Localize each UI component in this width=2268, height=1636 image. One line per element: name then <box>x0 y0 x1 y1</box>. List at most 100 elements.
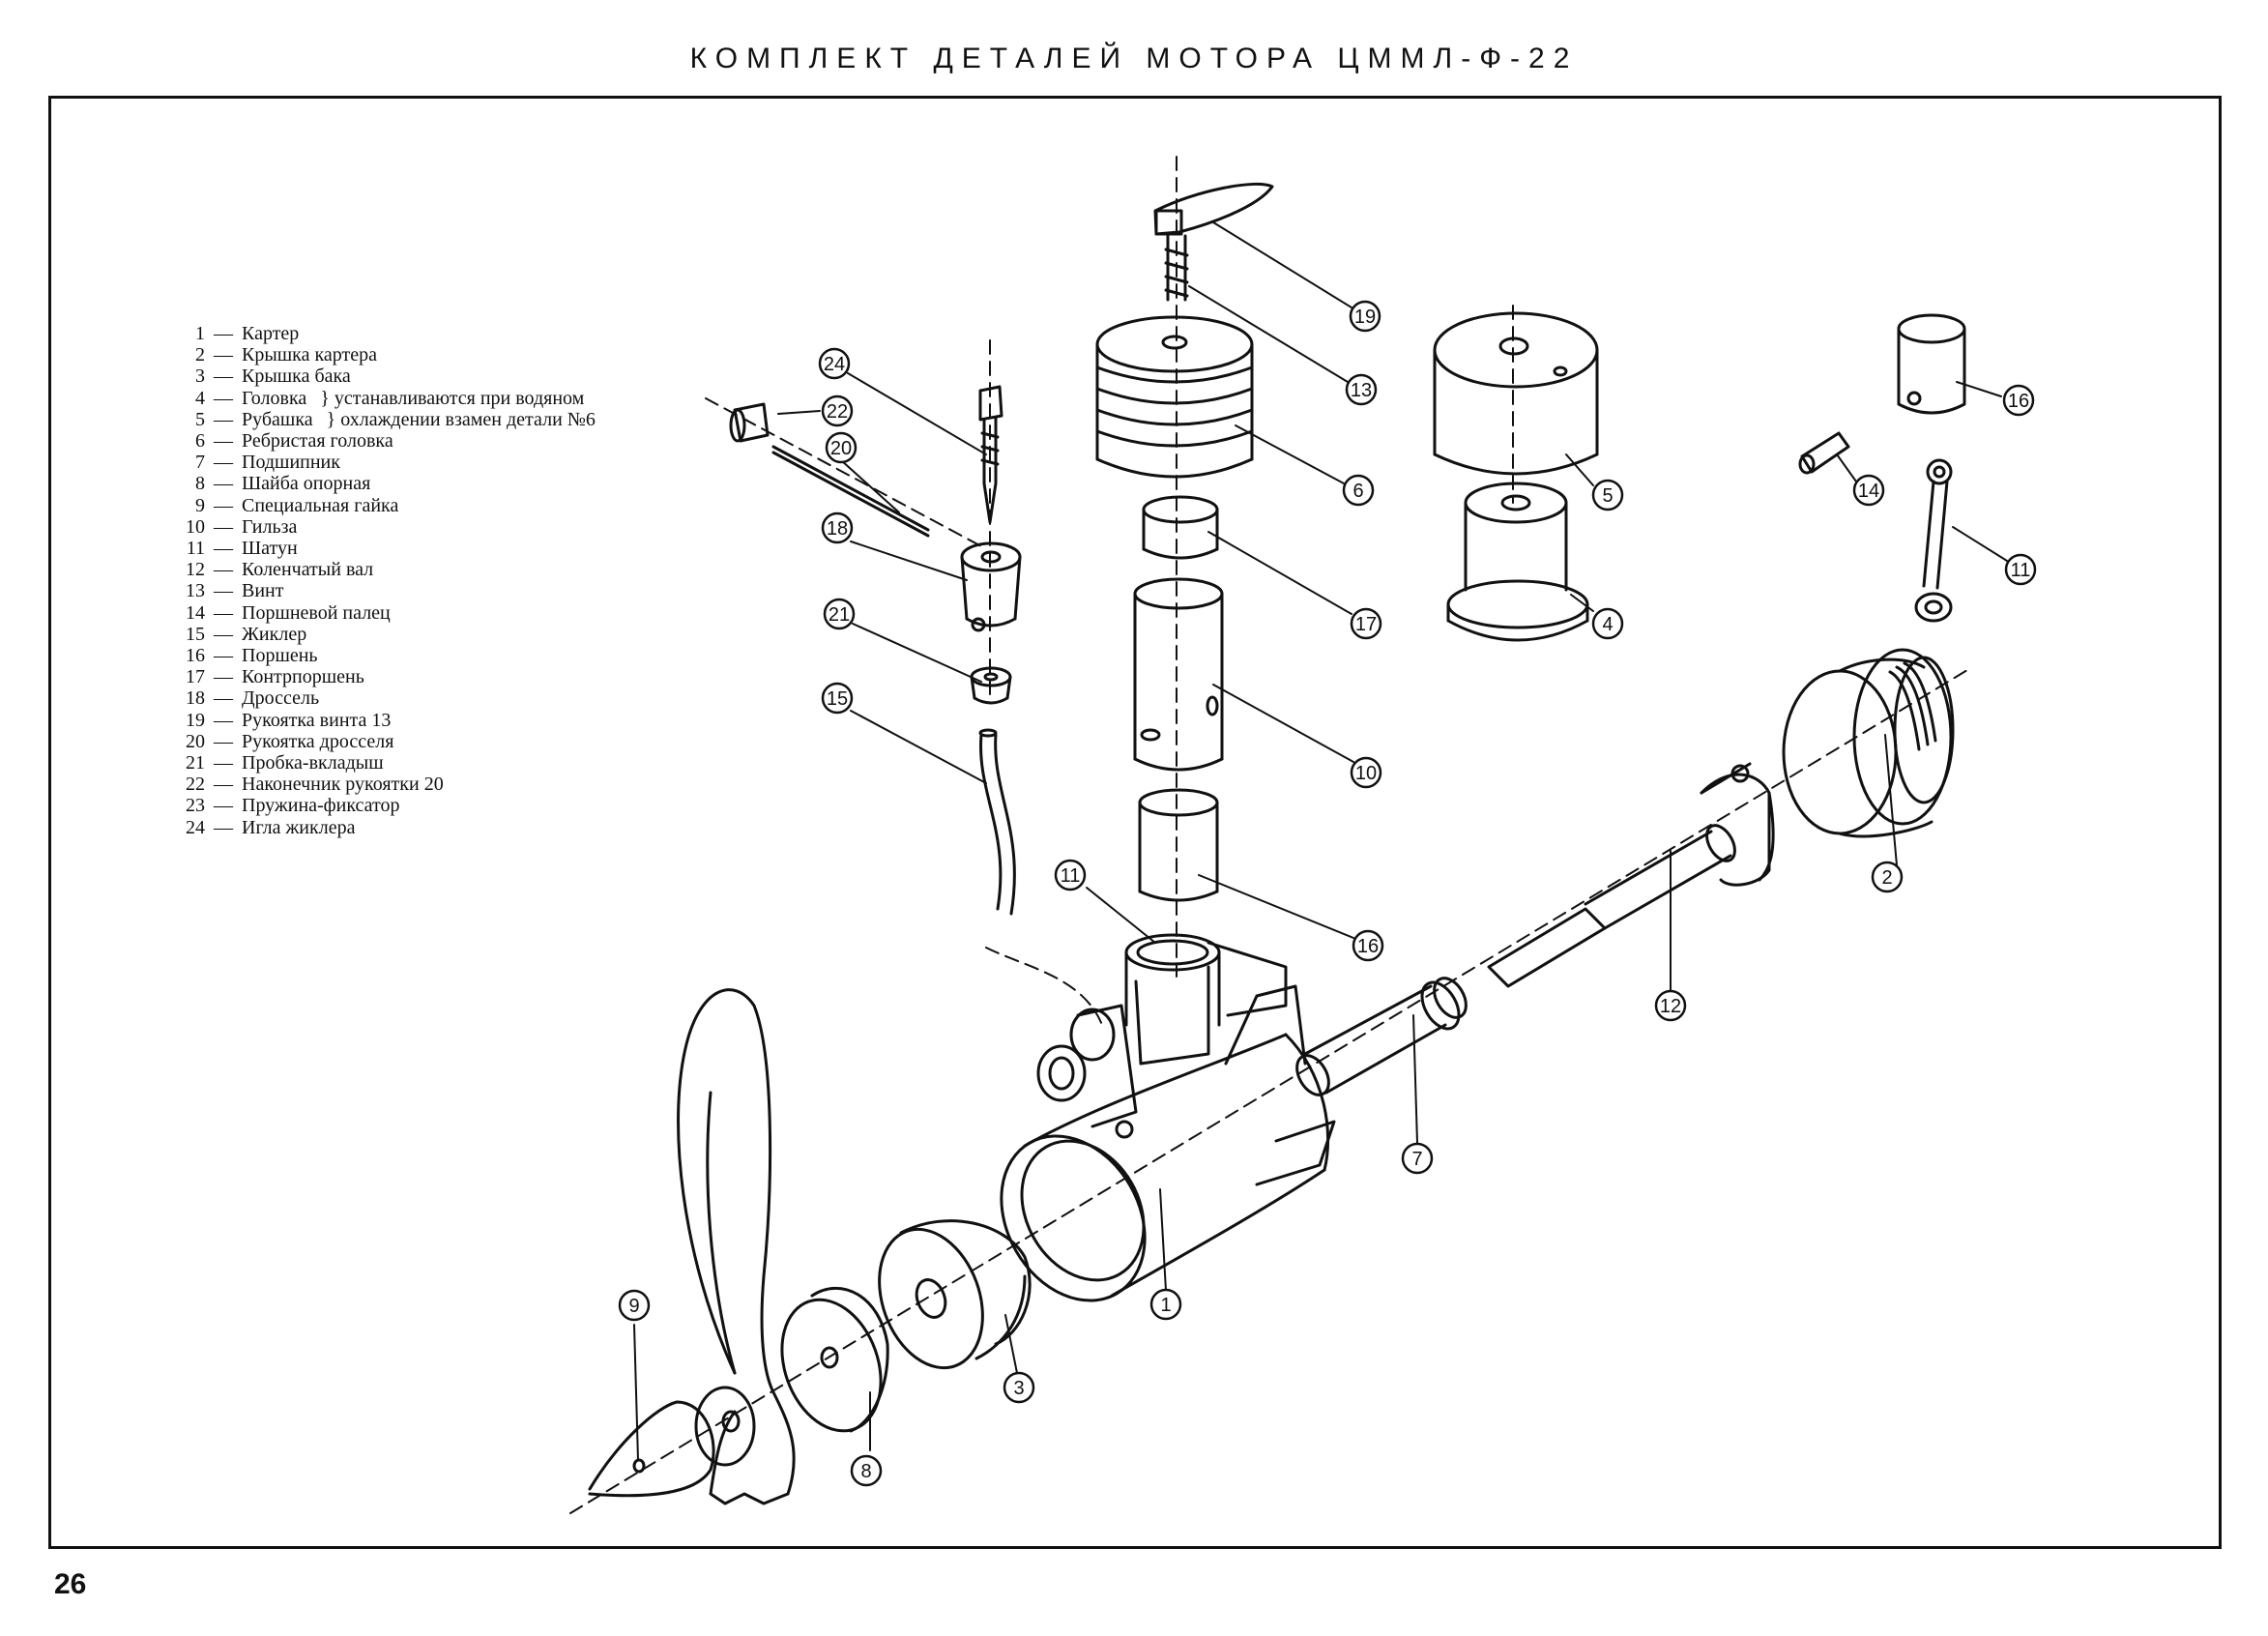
callout-label: 1 <box>1160 1295 1171 1316</box>
bearing-part <box>1295 977 1468 1096</box>
legend-dash: — <box>214 515 233 538</box>
legend-item: 9—Специальная гайка <box>164 495 596 516</box>
legend-item-name: Пружина-фиксатор <box>242 795 400 817</box>
callout-5: 5 <box>1591 479 1624 511</box>
callout-label: 13 <box>1351 380 1372 401</box>
legend-item-number: 15 <box>186 623 205 645</box>
callout-label: 8 <box>860 1461 871 1482</box>
legend-item: 12 — Коленчатый вал <box>164 559 596 580</box>
legend-item: 14—Поршневой палец <box>164 602 596 624</box>
callout-label: 9 <box>628 1296 639 1317</box>
callout-16: 16 <box>1352 929 1384 962</box>
legend-item-number: 9 <box>195 494 205 516</box>
legend-item-number: 21 <box>186 752 205 774</box>
callout-13: 13 <box>1345 373 1378 406</box>
legend-item-name: Поршневой палец <box>242 601 391 624</box>
callout-label: 24 <box>824 354 845 375</box>
legend-item-name: Дроссель <box>242 687 320 710</box>
callout-16: 16 <box>2002 384 2035 417</box>
callout-label: 11 <box>1061 865 1081 887</box>
legend-item-name: Рубашка <box>242 408 313 430</box>
legend-item-number: 19 <box>186 709 205 731</box>
water-jacket-part <box>1433 311 1599 476</box>
legend-dash: — <box>214 559 233 581</box>
callout-label: 14 <box>1858 481 1879 502</box>
legend-item-number: 16 <box>186 645 205 667</box>
legend-item-name: Гильза <box>242 515 298 538</box>
legend-item-name: Игла жиклера <box>242 816 356 838</box>
callout-11: 11 <box>1054 859 1087 891</box>
legend-item-number: 10 <box>186 515 205 538</box>
legend-item: 7—Подшипник <box>164 452 596 473</box>
legend-item: 15—Жиклер <box>164 624 596 645</box>
legend-item: 3—Крышка бака <box>164 365 596 387</box>
legend-dash: — <box>214 323 233 344</box>
callout-label: 3 <box>1013 1378 1024 1399</box>
legend-item-number: 12 <box>186 559 205 581</box>
legend-dash: — <box>214 430 233 453</box>
callout-14: 14 <box>1852 474 1885 507</box>
callout-label: 5 <box>1602 485 1613 507</box>
legend-item: 19—Рукоятка винта 13 <box>164 710 596 731</box>
callout-label: 4 <box>1602 614 1613 635</box>
callout-11: 11 <box>2004 553 2037 586</box>
legend-item-number: 22 <box>186 774 205 796</box>
legend-item-number: 23 <box>186 795 205 817</box>
callout-8: 8 <box>850 1454 883 1487</box>
callout-22: 22 <box>821 394 854 427</box>
legend-item: 4—Головка} устанавливаются при водяном <box>164 388 596 409</box>
legend-item-number: 17 <box>186 666 205 688</box>
callout-label: 22 <box>827 401 848 423</box>
legend-item: 18 — Дроссель <box>164 687 596 709</box>
legend-item-number: 6 <box>195 430 205 453</box>
callout-2: 2 <box>1871 861 1904 893</box>
legend-item-name: Шайба опорная <box>242 473 371 495</box>
legend-item-name: Рукоятка винта 13 <box>242 709 392 731</box>
legend-dash: — <box>214 494 233 516</box>
legend-dash: — <box>214 795 233 817</box>
legend-item: 10 — Гильза <box>164 516 596 538</box>
crankcase-part <box>1000 933 1336 1302</box>
callout-label: 21 <box>829 604 850 626</box>
legend-dash: — <box>214 408 233 430</box>
legend-item-name: Жиклер <box>242 623 307 645</box>
callout-label: 7 <box>1411 1149 1422 1170</box>
legend-item-name: Коленчатый вал <box>242 559 374 581</box>
legend-item: 24—Игла жиклера <box>164 817 596 838</box>
callout-7: 7 <box>1401 1142 1434 1175</box>
legend-item: 1—Картер <box>164 323 596 344</box>
page-number: 26 <box>54 1568 87 1600</box>
callout-label: 10 <box>1355 763 1377 784</box>
drawing-frame <box>48 96 2222 1549</box>
sleeve-part <box>1133 577 1224 772</box>
legend-item-number: 18 <box>186 687 205 710</box>
legend-item: 20—Рукоятка дросселя <box>164 731 596 752</box>
legend-dash: — <box>214 601 233 624</box>
callout-10: 10 <box>1350 756 1382 789</box>
jet-tube-part <box>978 728 1016 916</box>
callout-label: 17 <box>1355 614 1377 635</box>
counter-piston-part <box>1142 495 1219 560</box>
legend-dash: — <box>214 473 233 495</box>
legend-dash: — <box>214 387 233 409</box>
legend-item: 13—Винт <box>164 580 596 601</box>
legend-item-name: Крышка бака <box>242 365 351 388</box>
legend-item: 17—Контрпоршень <box>164 666 596 687</box>
callout-6: 6 <box>1342 474 1375 507</box>
washer-part <box>780 1286 889 1433</box>
legend-item-note: } охлаждении взамен детали №6 <box>326 408 596 430</box>
finned-head-part <box>1095 315 1254 479</box>
piston-lower-part <box>1138 788 1219 902</box>
legend-dash: — <box>214 365 233 388</box>
callout-label: 16 <box>2008 391 2029 412</box>
connecting-rod-part <box>1914 458 1953 623</box>
callout-1: 1 <box>1149 1288 1182 1321</box>
legend-dash: — <box>214 816 233 838</box>
propeller-part <box>677 988 796 1505</box>
legend-item-name: Поршень <box>242 645 318 667</box>
legend-dash: — <box>214 774 233 796</box>
legend-item: 22—Наконечник рукоятки 20 <box>164 774 596 795</box>
piston-pin-part <box>1798 431 1850 475</box>
legend-dash: — <box>214 687 233 710</box>
